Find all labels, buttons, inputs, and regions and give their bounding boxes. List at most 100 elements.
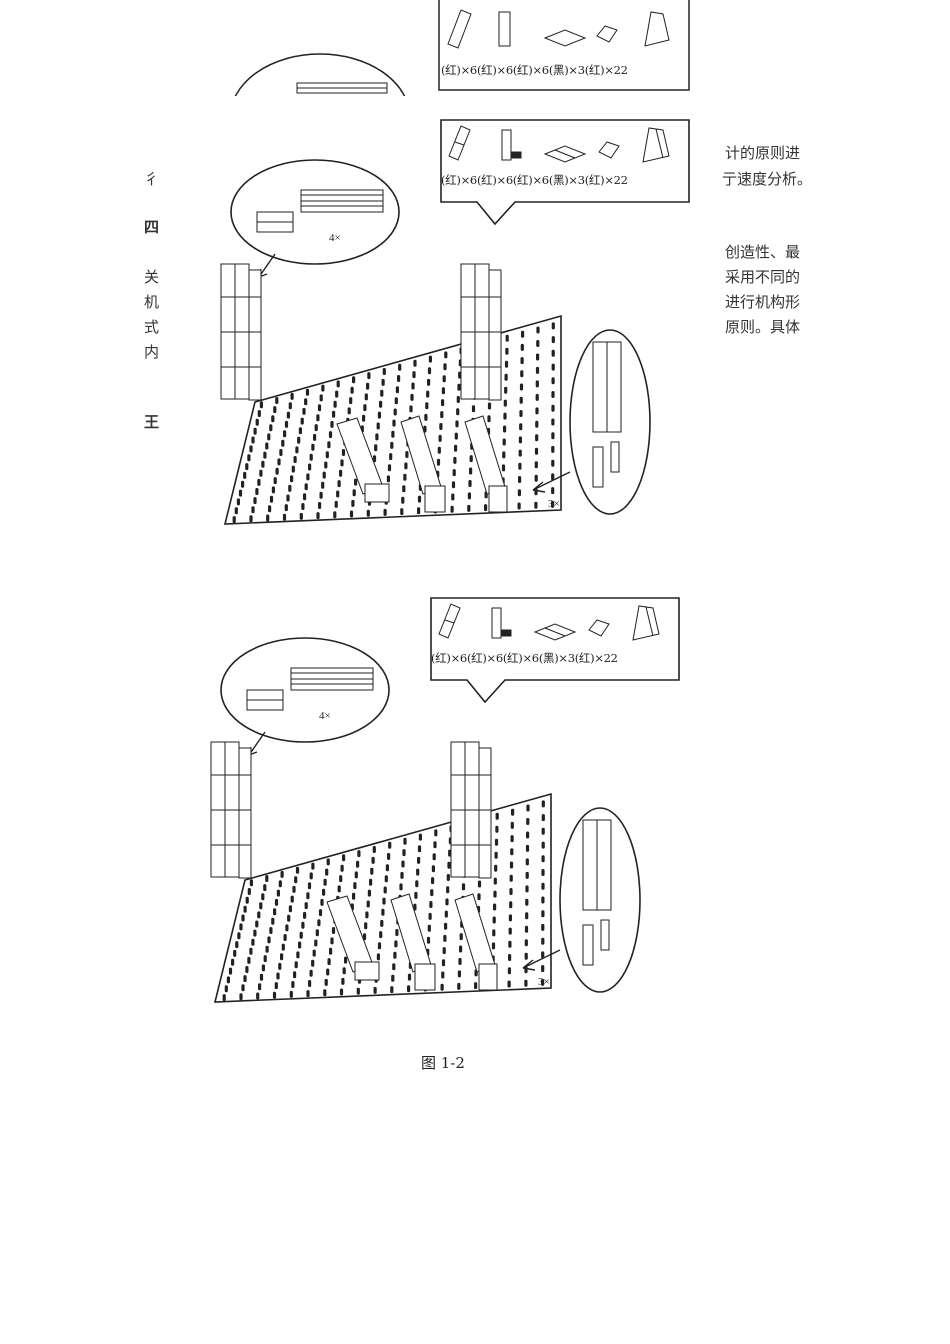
- pegboard-hole: [518, 449, 522, 457]
- pegboard-hole: [372, 846, 376, 853]
- pegboard-hole: [416, 868, 420, 876]
- pegboard-hole: [541, 841, 545, 849]
- pegboard-hole: [245, 463, 249, 471]
- pegboard-hole: [433, 841, 437, 849]
- pegboard-hole: [437, 446, 441, 454]
- pegboard-hole: [429, 901, 433, 908]
- pegboard-hole: [371, 856, 375, 864]
- pegboard-hole: [440, 411, 444, 419]
- pegboard-hole: [407, 985, 411, 993]
- pegboard-hole: [241, 480, 245, 488]
- pegboard-hole: [327, 441, 331, 449]
- pegboard-hole: [299, 512, 303, 520]
- pegboard-hole: [328, 431, 333, 439]
- pegboard-hole: [288, 905, 292, 913]
- callout-multiplier-right-b: 3×: [548, 498, 560, 510]
- pegboard-hole: [508, 954, 512, 961]
- pegboard-hole: [495, 825, 499, 833]
- pegboard-hole: [424, 413, 428, 421]
- pegboard-hole: [535, 366, 540, 374]
- part-icons: [448, 125, 670, 163]
- pegboard-hole: [379, 400, 383, 408]
- pegboard-hole: [224, 985, 228, 993]
- pegboard-hole: [238, 489, 243, 497]
- pegboard-hole: [525, 844, 530, 852]
- pegboard-hole: [541, 965, 545, 973]
- pegboard-hole: [342, 854, 346, 862]
- pegboard-hole: [308, 980, 312, 987]
- pegboard-hole: [551, 418, 555, 426]
- pegboard-hole: [309, 872, 313, 880]
- pegboard-hole: [247, 454, 251, 462]
- pegboard-hole: [321, 481, 325, 489]
- pegboard-hole: [392, 419, 396, 427]
- pegboard-hole: [253, 929, 257, 937]
- pegboard-hole: [491, 942, 496, 950]
- right-text-line-2: 亍速度分析。: [722, 170, 813, 188]
- pegboard-hole: [292, 885, 296, 893]
- pegboard-hole: [243, 471, 247, 479]
- pegboard-hole: [551, 473, 555, 481]
- pegboard-hole: [352, 892, 356, 900]
- pegboard-hole: [502, 438, 506, 446]
- pegboard-hole: [535, 380, 539, 388]
- pegboard-hole: [517, 502, 521, 510]
- pegboard-hole: [257, 410, 261, 417]
- pegboard-hole: [385, 864, 389, 872]
- pegboard-hole: [374, 444, 378, 452]
- pegboard-hole: [395, 929, 399, 936]
- pegboard-hole: [259, 973, 264, 981]
- pegboard-hole: [411, 382, 415, 390]
- pegboard-hole: [287, 914, 291, 922]
- pegboard-hole: [247, 956, 251, 964]
- pegboard-hole: [261, 460, 265, 468]
- pegboard-hole: [249, 445, 253, 453]
- pegboard-hole: [335, 390, 339, 398]
- pegboard-hole: [269, 927, 273, 934]
- pegboard-hole: [427, 378, 431, 386]
- pegboard-hole: [228, 967, 233, 975]
- left-fragment-2: 四: [144, 218, 160, 236]
- pegboard-hole: [295, 446, 299, 454]
- pegboard-hole: [443, 363, 447, 371]
- pegboard-hole: [427, 367, 432, 375]
- pegboard-hole: [255, 488, 259, 495]
- pegboard-hole: [401, 860, 405, 868]
- pegboard-hole: [510, 848, 514, 856]
- pegboard-hole: [507, 967, 511, 975]
- pegboard-hole: [294, 961, 298, 969]
- pegboard-hole: [370, 867, 374, 875]
- pegboard-hole: [451, 481, 456, 489]
- legend-labels-b: (红)×6(红)×6(红)×6(黑)×3(红)×22: [441, 172, 628, 188]
- pegboard-hole: [441, 971, 445, 979]
- pegboard-hole: [326, 858, 330, 866]
- pegboard-hole: [290, 392, 294, 400]
- pegboard-hole: [241, 984, 245, 992]
- pegboard-hole: [276, 972, 280, 980]
- pegboard-hole: [444, 910, 448, 918]
- pegboard-hole: [525, 858, 529, 866]
- pegboard-hole: [494, 864, 498, 872]
- pegboard-hole: [526, 818, 530, 825]
- pegboard-hole: [384, 875, 388, 883]
- pegboard-hole: [551, 377, 555, 385]
- pegboard-hole: [452, 469, 456, 477]
- pegboard-hole: [245, 896, 249, 904]
- pegboard-hole: [426, 936, 431, 944]
- pegboard-hole: [367, 889, 371, 897]
- callout-multiplier-right-c: 3×: [538, 976, 550, 988]
- pegboard-hole: [299, 931, 303, 939]
- pegboard-hole: [445, 898, 449, 906]
- pegboard-hole: [322, 471, 326, 479]
- pegboard-hole: [551, 336, 555, 344]
- pegboard-hole: [330, 420, 334, 428]
- pegboard-hole: [440, 983, 444, 991]
- pegboard-hole: [249, 947, 253, 955]
- left-fragment-5: 式: [144, 318, 160, 336]
- pegboard-hole: [477, 880, 482, 888]
- pegboard-hole: [442, 947, 446, 955]
- pegboard-hole: [509, 901, 513, 909]
- pegboard-hole: [524, 939, 528, 947]
- pegboard-hole: [526, 804, 530, 812]
- pegboard-hole: [266, 514, 270, 522]
